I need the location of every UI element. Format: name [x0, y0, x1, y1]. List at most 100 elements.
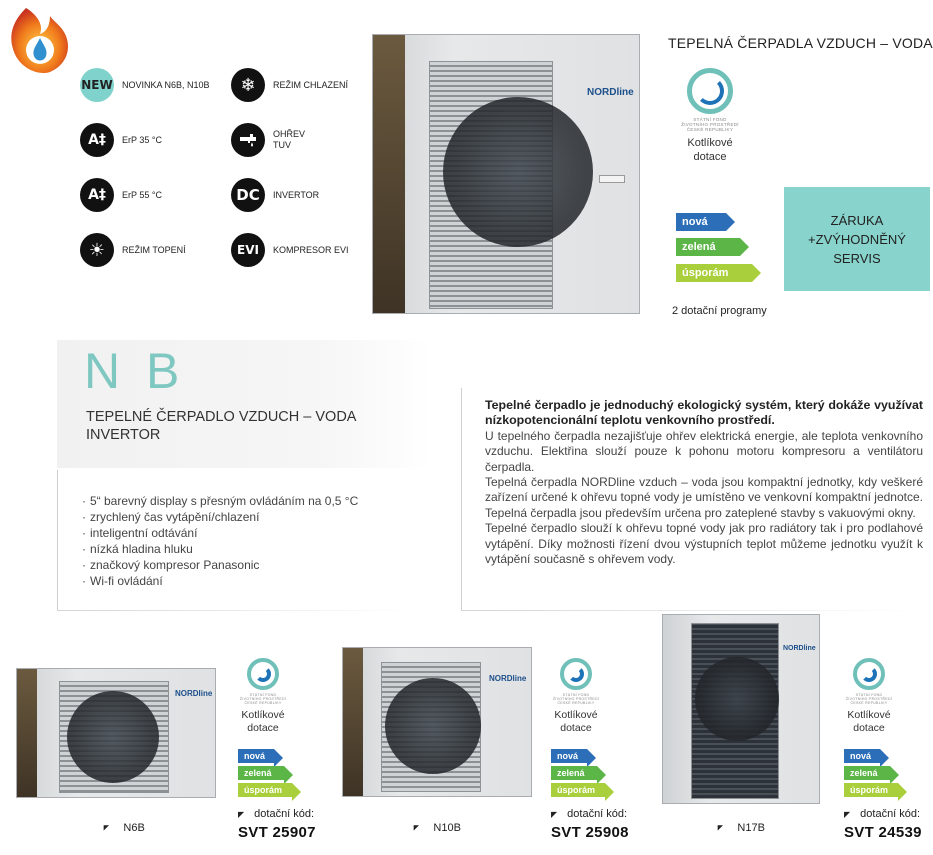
- nb-subtitle: TEPELNÉ ČERPADLO VZDUCH – VODA INVERTOR: [86, 409, 356, 443]
- sfzp-line: STÁTNÍ FOND: [855, 693, 883, 697]
- brand-label: NORDline: [587, 87, 634, 98]
- warranty-box: ZÁRUKA +ZVÝHODNĚNÝ SERVIS: [784, 187, 930, 291]
- dotace-label: dotace: [560, 722, 592, 734]
- description-lead: Tepelné čerpadlo je jednoduchý ekologick…: [485, 398, 923, 428]
- feature-tuv: OHŘEV TUV: [231, 123, 317, 157]
- sfzp-line: ČESKÉ REPUBLIKY: [244, 701, 282, 705]
- feature-label: ErP 35 °C: [122, 134, 162, 145]
- model-name-n6b: N6B: [104, 822, 144, 834]
- kotlikove-label: Kotlíkové: [554, 709, 598, 721]
- feature-invertor: DC INVERTOR: [231, 178, 319, 212]
- sfzp-logo: STÁTNÍ FOND ŽIVOTNÍHO PROSTŘEDÍ ČESKÉ RE…: [233, 658, 293, 735]
- list-item: značkový kompresor Panasonic: [82, 557, 358, 573]
- program-nova: nová: [551, 749, 596, 767]
- warranty-line: ZÁRUKA: [830, 212, 884, 228]
- list-item: 5“ barevný display s přesným ovládáním n…: [82, 493, 358, 509]
- kotlikove-label: Kotlíkové: [241, 709, 285, 721]
- company-logo-icon: [11, 8, 69, 74]
- sfzp-ring-icon: [560, 658, 592, 690]
- brand-label: NORDline: [783, 645, 816, 652]
- sfzp-ring-icon: [853, 658, 885, 690]
- product-image-n17b: NORDline: [662, 614, 820, 804]
- program-zelena: zelená: [844, 766, 899, 784]
- nb-title-panel: [57, 340, 432, 468]
- code-label: dotační kód:: [551, 808, 627, 820]
- subsidy-code-n6b: SVT 25907: [238, 824, 316, 841]
- program-usporam: úsporám: [551, 783, 614, 801]
- dotace-label: dotace: [693, 151, 727, 163]
- program-nova: nová: [676, 213, 735, 231]
- code-label: dotační kód:: [844, 808, 920, 820]
- kotlikove-label: Kotlíkové: [847, 709, 891, 721]
- feature-label: OHŘEV TUV: [273, 129, 306, 150]
- model-name-n17b: N17B: [718, 822, 765, 834]
- sfzp-line: ŽIVOTNÍHO PROSTŘEDÍ: [239, 697, 287, 701]
- energy-class-icon: A‡: [80, 178, 114, 212]
- sfzp-line: ŽIVOTNÍHO PROSTŘEDÍ: [552, 697, 600, 701]
- feature-evi: EVI KOMPRESOR EVI: [231, 233, 349, 267]
- snowflake-icon: ❄: [231, 68, 265, 102]
- divider: [57, 610, 417, 611]
- sun-icon: ☀: [80, 233, 114, 267]
- feature-label: KOMPRESOR EVI: [273, 244, 349, 255]
- sfzp-line: STÁTNÍ FOND: [693, 117, 727, 122]
- feature-label: REŽIM CHLAZENÍ: [273, 79, 349, 90]
- program-zelena: zelená: [238, 766, 293, 784]
- description-paragraph: U tepelného čerpadla nezajišťuje ohřev e…: [485, 428, 923, 474]
- subsidy-code-n10b: SVT 25908: [551, 824, 629, 841]
- feature-new: NEW NOVINKA N6B, N10B: [80, 68, 210, 102]
- brand-label: NORDline: [175, 689, 213, 698]
- heat-pump-main-image: NORDline: [372, 34, 640, 314]
- feature-cooling: ❄ REŽIM CHLAZENÍ: [231, 68, 348, 102]
- sfzp-line: ŽIVOTNÍHO PROSTŘEDÍ: [681, 122, 739, 127]
- program-usporam: úsporám: [238, 783, 301, 801]
- dc-icon: DC: [231, 178, 265, 212]
- feature-label: INVERTOR: [273, 189, 320, 200]
- warranty-line: SERVIS: [833, 250, 881, 266]
- feature-erp55: A‡ ErP 55 °C: [80, 178, 162, 212]
- list-item: nízká hladina hluku: [82, 541, 358, 557]
- page-heading: TEPELNÁ ČERPADLA VZDUCH – VODA: [668, 35, 933, 51]
- evi-icon: EVI: [231, 233, 265, 267]
- product-image-n6b: NORDline: [16, 668, 216, 798]
- feature-label: ErP 55 °C: [122, 189, 162, 200]
- subsidy-code-n17b: SVT 24539: [844, 824, 922, 841]
- program-zelena: zelená: [551, 766, 606, 784]
- dotace-label: dotace: [247, 722, 279, 734]
- sfzp-ring-icon: [687, 68, 733, 114]
- sfzp-line: ČESKÉ REPUBLIKY: [557, 701, 595, 705]
- programs-note: 2 dotační programy: [672, 305, 767, 317]
- new-badge-icon: NEW: [80, 68, 114, 102]
- divider: [461, 388, 462, 610]
- feature-heating: ☀ REŽIM TOPENÍ: [80, 233, 186, 267]
- tap-icon: [231, 123, 265, 157]
- feature-label: NOVINKA N6B, N10B: [122, 79, 210, 90]
- description-paragraph: Tepelné čerpadlo slouží k ohřevu topné v…: [485, 521, 923, 567]
- warranty-line: +ZVÝHODNĚNÝ: [808, 231, 906, 247]
- sfzp-line: ŽIVOTNÍHO PROSTŘEDÍ: [845, 697, 893, 701]
- sfzp-line: STÁTNÍ FOND: [562, 693, 590, 697]
- brand-label: NORDline: [489, 674, 527, 683]
- sfzp-logo: STÁTNÍ FOND ŽIVOTNÍHO PROSTŘEDÍ ČESKÉ RE…: [546, 658, 606, 735]
- model-name-n10b: N10B: [414, 822, 461, 834]
- feature-erp35: A‡ ErP 35 °C: [80, 123, 162, 157]
- program-nova: nová: [844, 749, 889, 767]
- list-item: zrychlený čas vytápění/chlazení: [82, 509, 358, 525]
- feature-bullet-list: 5“ barevný display s přesným ovládáním n…: [82, 493, 358, 589]
- description: Tepelné čerpadlo je jednoduchý ekologick…: [485, 398, 923, 567]
- list-item: Wi-fi ovládání: [82, 573, 358, 589]
- divider: [57, 470, 58, 610]
- list-item: inteligentní odtávání: [82, 525, 358, 541]
- sfzp-line: ČESKÉ REPUBLIKY: [850, 701, 888, 705]
- nb-title: N B: [84, 343, 186, 399]
- sfzp-logo: STÁTNÍ FOND ŽIVOTNÍHO PROSTŘEDÍ ČESKÉ RE…: [839, 658, 899, 735]
- description-paragraph: Tepelná čerpadla NORDline vzduch – voda …: [485, 475, 923, 520]
- product-image-n10b: NORDline: [342, 647, 532, 797]
- feature-label: REŽIM TOPENÍ: [122, 244, 186, 255]
- code-label: dotační kód:: [238, 808, 314, 820]
- dotace-label: dotace: [853, 722, 885, 734]
- program-zelena: zelená: [676, 238, 749, 256]
- sfzp-line: STÁTNÍ FOND: [249, 693, 277, 697]
- energy-class-icon: A‡: [80, 123, 114, 157]
- program-nova: nová: [238, 749, 283, 767]
